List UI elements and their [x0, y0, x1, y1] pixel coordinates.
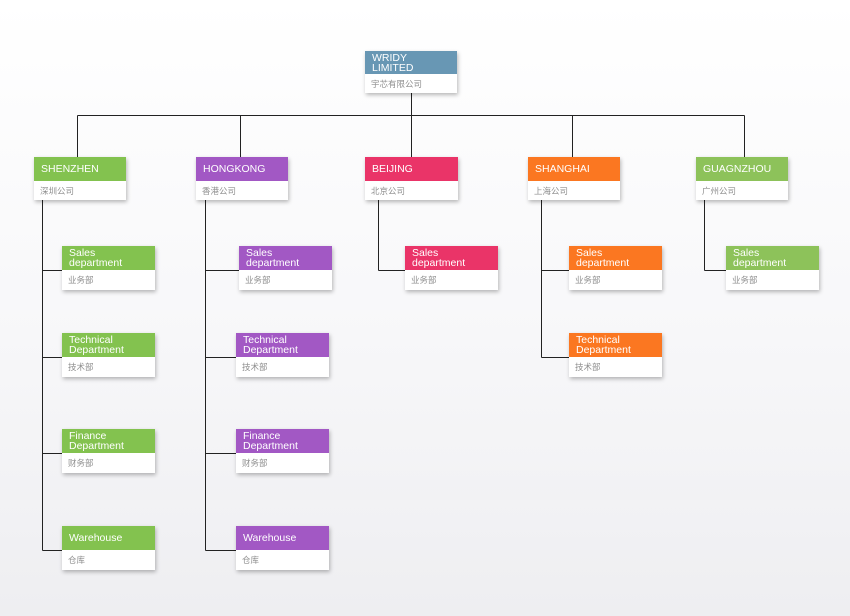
- dept-node-hongkong-technical[interactable]: Technical Department 技术部: [236, 333, 329, 377]
- branch-node-guangzhou[interactable]: GUAGNZHOU 广州公司: [696, 157, 788, 200]
- root-title: WRIDY LIMITED: [365, 51, 457, 74]
- dept-subtitle: 业务部: [732, 275, 758, 285]
- dept-title: Sales department: [62, 246, 155, 270]
- dept-node-shenzhen-technical[interactable]: Technical Department 技术部: [62, 333, 155, 377]
- dept-node-hongkong-finance[interactable]: Finance Department 财务部: [236, 429, 329, 473]
- branch-subtitle: 香港公司: [202, 185, 237, 196]
- dept-title: Warehouse: [62, 526, 155, 550]
- branch-node-shanghai[interactable]: SHANGHAI 上海公司: [528, 157, 620, 200]
- dept-title: Sales department: [239, 246, 332, 270]
- dept-subtitle: 业务部: [68, 275, 94, 285]
- branch-subtitle: 广州公司: [702, 185, 737, 196]
- dept-title: Technical Department: [236, 333, 329, 357]
- dept-node-beijing-sales[interactable]: Sales department 业务部: [405, 246, 498, 290]
- dept-subtitle: 业务部: [245, 275, 271, 285]
- dept-title: Sales department: [569, 246, 662, 270]
- dept-node-guangzhou-sales[interactable]: Sales department 业务部: [726, 246, 819, 290]
- dept-node-shanghai-technical[interactable]: Technical Department 技术部: [569, 333, 662, 377]
- dept-title: Technical Department: [569, 333, 662, 357]
- branch-title: HONGKONG: [196, 157, 288, 181]
- dept-node-hongkong-warehouse[interactable]: Warehouse 仓库: [236, 526, 329, 570]
- branch-node-shenzhen[interactable]: SHENZHEN 深圳公司: [34, 157, 126, 200]
- dept-subtitle: 业务部: [411, 275, 437, 285]
- dept-subtitle: 技术部: [575, 362, 601, 372]
- dept-subtitle: 技术部: [68, 362, 94, 372]
- branch-node-hongkong[interactable]: HONGKONG 香港公司: [196, 157, 288, 200]
- dept-title: Finance Department: [236, 429, 329, 453]
- dept-title: Sales department: [726, 246, 819, 270]
- dept-node-shenzhen-finance[interactable]: Finance Department 财务部: [62, 429, 155, 473]
- dept-subtitle: 技术部: [242, 362, 268, 372]
- dept-title: Sales department: [405, 246, 498, 270]
- branch-subtitle: 上海公司: [534, 185, 569, 196]
- dept-title: Finance Department: [62, 429, 155, 453]
- branch-node-beijing[interactable]: BEIJING 北京公司: [365, 157, 458, 200]
- dept-title: Warehouse: [236, 526, 329, 550]
- dept-subtitle: 业务部: [575, 275, 601, 285]
- branch-subtitle: 深圳公司: [40, 185, 75, 196]
- branch-title: SHANGHAI: [528, 157, 620, 181]
- dept-node-shenzhen-sales[interactable]: Sales department 业务部: [62, 246, 155, 290]
- branch-title: SHENZHEN: [34, 157, 126, 181]
- dept-subtitle: 财务部: [68, 458, 94, 468]
- branch-subtitle: 北京公司: [371, 185, 406, 196]
- root-node[interactable]: WRIDY LIMITED 宇芯有限公司: [365, 51, 457, 93]
- dept-node-shanghai-sales[interactable]: Sales department 业务部: [569, 246, 662, 290]
- branch-title: BEIJING: [365, 157, 458, 181]
- dept-subtitle: 仓库: [68, 555, 86, 565]
- dept-title: Technical Department: [62, 333, 155, 357]
- root-subtitle: 宇芯有限公司: [371, 78, 423, 89]
- dept-node-hongkong-sales[interactable]: Sales department 业务部: [239, 246, 332, 290]
- branch-title: GUAGNZHOU: [696, 157, 788, 181]
- dept-subtitle: 财务部: [242, 458, 268, 468]
- dept-subtitle: 仓库: [242, 555, 260, 565]
- dept-node-shenzhen-warehouse[interactable]: Warehouse 仓库: [62, 526, 155, 570]
